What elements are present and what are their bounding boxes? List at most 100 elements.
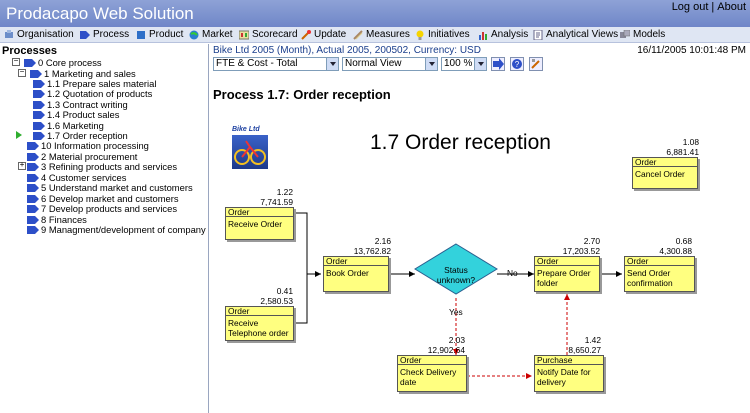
process-flag-icon [33, 89, 45, 98]
tree-item-8[interactable]: 10 Information processing [27, 140, 149, 151]
chevron-down-icon [425, 58, 437, 70]
edge-label-no: No [507, 268, 518, 278]
product-icon [136, 30, 146, 40]
app-title: Prodacapo Web Solution [6, 4, 194, 23]
expand-icon[interactable]: + [18, 161, 26, 170]
view-select[interactable]: Normal View [342, 57, 438, 71]
nav-models[interactable]: Models [620, 29, 665, 40]
help-button[interactable]: ? [510, 57, 524, 71]
tree-item-0[interactable]: − 0 Core process [12, 57, 102, 68]
activity-node-send-order-confirmation[interactable]: Order Send Order confirmation [624, 256, 695, 292]
chevron-down-icon [326, 58, 338, 70]
main-nav: Organisation Process Product Market Scor… [0, 27, 750, 43]
about-link[interactable]: About [717, 1, 746, 13]
current-item-arrow-icon [16, 131, 22, 139]
title-bar: Prodacapo Web Solution Log out|About [0, 0, 750, 27]
nav-organisation[interactable]: Organisation [4, 29, 74, 40]
nav-measures[interactable]: Measures [353, 29, 410, 40]
node-cost: 2,580.53 [260, 296, 293, 306]
tree-item-13[interactable]: 6 Develop market and customers [27, 193, 179, 204]
bike-logo-image [232, 135, 268, 169]
diagram-connectors [294, 212, 622, 379]
tree-item-10[interactable]: + 3 Refining products and services [18, 161, 178, 172]
node-cost: 7,741.59 [260, 197, 293, 207]
company-logo: Bike Ltd [232, 126, 268, 172]
collapse-icon[interactable]: − [12, 57, 20, 66]
node-cost: 17,203.52 [562, 246, 600, 256]
models-icon [620, 29, 631, 40]
activity-node-receive-order[interactable]: Order Receive Order [225, 207, 294, 240]
decision-label: Status unknown? [436, 265, 476, 285]
process-flag-icon [27, 162, 39, 171]
process-flag-icon [27, 183, 39, 192]
node-fte: 0.41 [276, 286, 293, 296]
activity-node-prepare-order-folder[interactable]: Order Prepare Order folder [534, 256, 600, 292]
process-flag-icon [27, 204, 39, 213]
nav-analysis[interactable]: Analysis [478, 29, 528, 40]
node-fte: 0.68 [675, 236, 692, 246]
tree-item-6[interactable]: 1.6 Marketing [33, 120, 104, 131]
measure-select[interactable]: FTE & Cost - Total [213, 57, 339, 71]
top-links: Log out|About [672, 1, 746, 13]
organisation-icon [4, 29, 14, 40]
process-flag-icon [30, 69, 42, 78]
breadcrumb[interactable]: Bike Ltd 2005 (Month), Actual 2005, 2005… [213, 45, 481, 56]
link-separator: | [711, 1, 715, 13]
zoom-select[interactable]: 100 % [441, 57, 487, 71]
nav-initiatives[interactable]: Initiatives [415, 29, 470, 40]
node-cost: 4,300.88 [659, 246, 692, 256]
tree-item-12[interactable]: 5 Understand market and customers [27, 182, 193, 193]
nav-update[interactable]: Update [301, 29, 346, 40]
node-fte: 2.03 [448, 335, 465, 345]
node-cost: 8,650.27 [568, 345, 601, 355]
activity-node-cancel-order[interactable]: Order Cancel Order [632, 157, 698, 189]
node-fte: 1.22 [276, 187, 293, 197]
tree-item-7[interactable]: 1.7 Order reception [33, 130, 128, 141]
datetime: 16/11/2005 10:01:48 PM [637, 45, 746, 56]
process-flag-icon [33, 131, 45, 140]
activity-node-book-order[interactable]: Order Book Order [323, 256, 389, 292]
nav-analytical-views[interactable]: Analytical Views [533, 29, 618, 40]
process-flag-icon [27, 215, 39, 224]
go-button[interactable] [491, 57, 505, 71]
collapse-icon[interactable]: − [18, 68, 26, 77]
tree-item-4[interactable]: 1.3 Contract writing [33, 99, 128, 110]
process-diagram: Bike Ltd 1.7 Order reception Status unkn… [210, 104, 750, 413]
process-flag-icon [24, 58, 36, 67]
edit-button[interactable] [529, 57, 543, 71]
nav-product[interactable]: Product [136, 29, 183, 40]
chevron-down-icon [474, 58, 486, 70]
measures-icon [353, 29, 363, 40]
main-content: Bike Ltd 2005 (Month), Actual 2005, 2005… [210, 44, 750, 413]
tree-item-2[interactable]: 1.1 Prepare sales material [33, 78, 156, 89]
node-cost: 6,881.41 [666, 147, 699, 157]
process-flag-icon [27, 152, 39, 161]
tree-item-9[interactable]: 2 Material procurement [27, 151, 137, 162]
tree-item-5[interactable]: 1.4 Product sales [33, 109, 119, 120]
logout-link[interactable]: Log out [671, 1, 709, 13]
activity-node-notify-date-for-delivery[interactable]: Purchase Notify Date for delivery [534, 355, 604, 392]
node-fte: 2.70 [583, 236, 600, 246]
nav-scorecard[interactable]: Scorecard [238, 29, 298, 40]
analysis-icon [478, 30, 488, 40]
tree-item-3[interactable]: 1.2 Quotation of products [33, 88, 152, 99]
process-flag-icon [27, 225, 39, 234]
activity-node-check-delivery-date[interactable]: Order Check Delivery date [397, 355, 467, 392]
process-flag-icon [27, 173, 39, 182]
tree-item-11[interactable]: 4 Customer services [27, 172, 126, 183]
process-flag-icon [27, 194, 39, 203]
decision-diamond[interactable] [414, 243, 498, 295]
process-flag-icon [27, 141, 39, 150]
nav-process[interactable]: Process [80, 29, 129, 40]
tree-item-16[interactable]: 9 Managment/development of company [27, 224, 206, 235]
initiatives-icon [415, 30, 425, 40]
activity-node-receive-telephone-order[interactable]: Order Receive Telephone order [225, 306, 294, 341]
tree-item-1[interactable]: − 1 Marketing and sales [18, 68, 136, 79]
page-title: Process 1.7: Order reception [213, 87, 391, 102]
nav-market[interactable]: Market [189, 29, 233, 40]
node-fte: 1.08 [682, 137, 699, 147]
node-cost: 12,902.64 [427, 345, 465, 355]
analytical-views-icon [533, 29, 543, 40]
tree-item-15[interactable]: 8 Finances [27, 214, 87, 225]
tree-item-14[interactable]: 7 Develop products and services [27, 203, 177, 214]
